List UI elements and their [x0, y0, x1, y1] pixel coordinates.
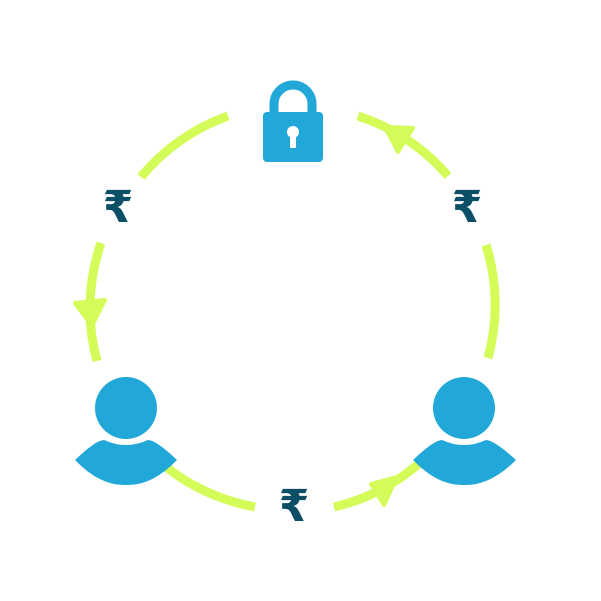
- rupee-symbol-left: ₹: [102, 182, 134, 233]
- person-icon-left: [75, 377, 177, 486]
- lock-icon: [263, 80, 323, 162]
- arrow-right-icon: [369, 475, 399, 507]
- arrow-down-icon: [73, 298, 107, 328]
- arc-person-to-bottom: [157, 458, 256, 512]
- arrow-up-left-icon: [383, 125, 415, 154]
- arc-lock-to-left: [137, 111, 230, 180]
- rupee-symbol-bottom: ₹: [278, 481, 310, 532]
- arc-person-to-right: [481, 243, 500, 360]
- person-icon-right: [413, 377, 516, 486]
- rupee-symbol-right: ₹: [451, 182, 483, 233]
